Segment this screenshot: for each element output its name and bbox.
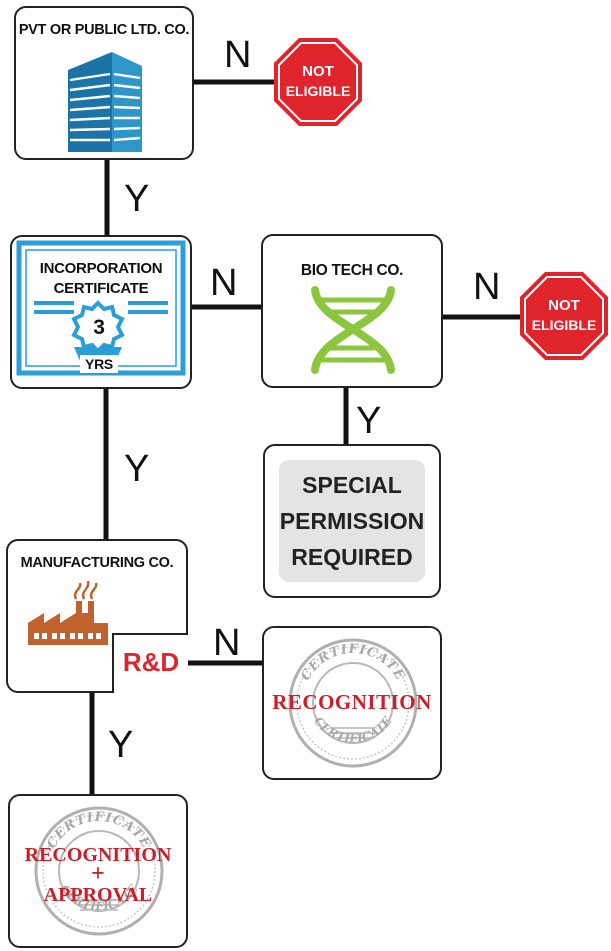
- stop-octagon-icon: [274, 38, 362, 126]
- special-line3: REQUIRED: [291, 544, 413, 570]
- certificate-seal-icon: CERTIFICATE CERTIFICATE: [288, 638, 418, 768]
- factory-icon: [28, 580, 108, 645]
- label-n: N: [210, 262, 238, 304]
- stop-octagon-icon: [520, 272, 608, 360]
- incorporation-yrs: YRS: [85, 356, 113, 372]
- label-y: Y: [108, 724, 134, 766]
- badge-icon: [71, 300, 125, 354]
- manufacturing-box: MANUFACTURING CO. R&D: [6, 539, 188, 693]
- label-n: N: [473, 266, 501, 308]
- biotech-title: BIO TECH CO.: [300, 262, 404, 279]
- dna-icon: [311, 286, 395, 374]
- biotech-box: BIO TECH CO.: [261, 234, 443, 388]
- label-n: N: [213, 622, 241, 664]
- recognition-box: CERTIFICATE CERTIFICATE RECOGNITION: [262, 626, 442, 780]
- recognition-stamp-text: RECOGNITION: [272, 690, 432, 714]
- label-n: N: [224, 34, 252, 76]
- special-permission-panel: SPECIAL PERMISSION REQUIRED: [279, 460, 425, 582]
- recognition-approval-line1: RECOGNITION: [24, 844, 172, 866]
- stop-line2: ELIGIBLE: [532, 317, 597, 333]
- stop-line1: NOT: [302, 63, 334, 80]
- special-line2: PERMISSION: [279, 508, 425, 534]
- certificate-seal-icon: CERTIFICATE CERTIFICATE: [34, 806, 164, 936]
- label-y: Y: [124, 178, 150, 220]
- incorporation-title-line2: CERTIFICATE: [53, 280, 149, 297]
- incorporation-title-line1: INCORPORATION: [39, 260, 163, 277]
- certificate-icon: [16, 240, 186, 376]
- rnd-label: R&D: [122, 647, 180, 677]
- stop-line2: ELIGIBLE: [286, 83, 351, 99]
- special-line1: SPECIAL: [302, 472, 402, 498]
- seal-text-bottom: CERTIFICATE: [311, 713, 395, 745]
- not-eligible-stop-sign: NOT ELIGIBLE: [274, 38, 362, 126]
- pvt-company-box: PVT OR PUBLIC LTD. CO.: [14, 6, 194, 160]
- manufacturing-title: MANUFACTURING CO.: [20, 555, 174, 571]
- incorporation-box: INCORPORATION CERTIFICATE 3 YRS: [10, 235, 192, 389]
- recognition-approval-box: CERTIFICATE CERTIFICATE RECOGNITION + AP…: [8, 794, 188, 948]
- pvt-company-title: PVT OR PUBLIC LTD. CO.: [18, 22, 190, 38]
- stop-line1: NOT: [548, 297, 580, 314]
- label-y: Y: [356, 400, 382, 442]
- special-permission-box: SPECIAL PERMISSION REQUIRED: [263, 444, 441, 598]
- recognition-approval-line2: APPROVAL: [43, 884, 153, 906]
- incorporation-years: 3: [93, 316, 105, 339]
- rnd-panel: R&D: [112, 633, 188, 693]
- not-eligible-stop-sign: NOT ELIGIBLE: [520, 272, 608, 360]
- label-y: Y: [124, 448, 150, 490]
- building-icon: [68, 52, 142, 152]
- recognition-approval-plus: +: [91, 861, 105, 887]
